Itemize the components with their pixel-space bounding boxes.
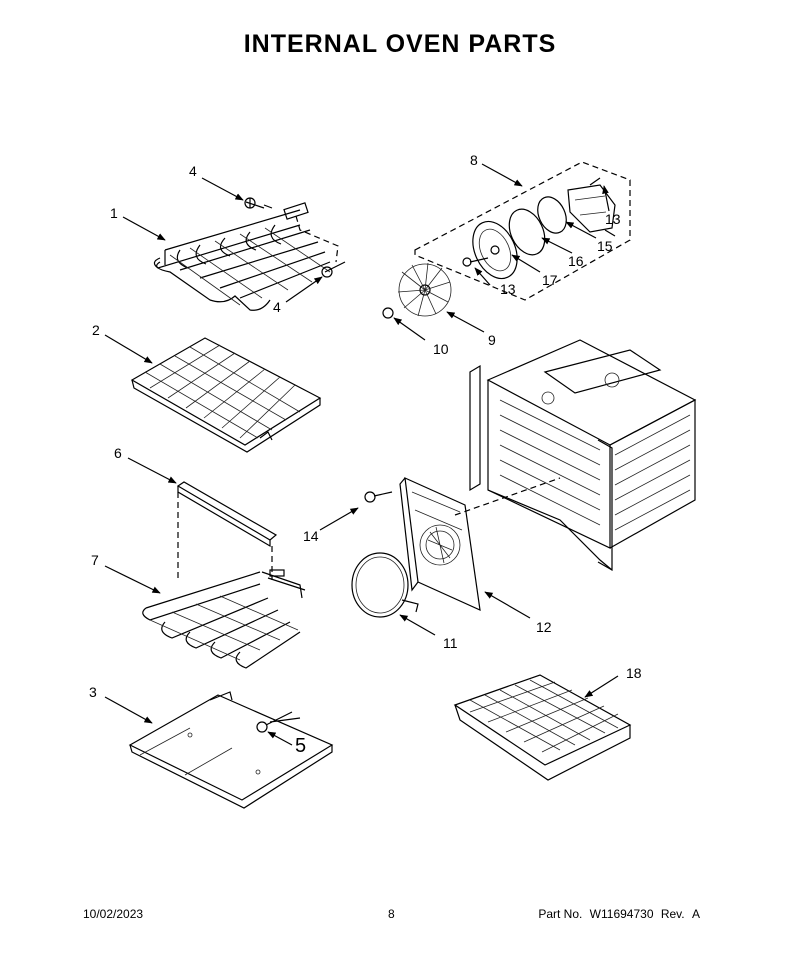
callout-7: 7 bbox=[91, 552, 99, 568]
callout-4-top: 4 bbox=[189, 163, 197, 179]
part-convection-cover bbox=[399, 477, 481, 611]
part-broil-element bbox=[153, 202, 331, 311]
page-title: INTERNAL OVEN PARTS bbox=[243, 30, 557, 58]
callout-11: 11 bbox=[443, 635, 458, 651]
part-mounting-plate-17 bbox=[472, 220, 518, 280]
part-convection-motor bbox=[567, 177, 616, 237]
part-bottom-cover bbox=[128, 691, 334, 809]
footer-page-number: 8 bbox=[388, 907, 395, 921]
part-screw-4-bottom bbox=[321, 261, 346, 278]
rev-value: A bbox=[691, 907, 700, 921]
callout-13-bottom: 13 bbox=[500, 281, 516, 297]
footer-date: 10/02/2023 bbox=[83, 907, 144, 921]
callout-18: 18 bbox=[626, 665, 642, 681]
part-oven-rack bbox=[130, 337, 322, 453]
callout-6: 6 bbox=[114, 445, 122, 461]
callout-1: 1 bbox=[110, 205, 118, 221]
part-screw-14 bbox=[364, 491, 393, 503]
callout-9: 9 bbox=[488, 332, 496, 348]
part-screw-13-lower bbox=[462, 257, 489, 267]
part-no-value: W11694730 bbox=[589, 907, 654, 921]
part-no-label: Part No. bbox=[538, 907, 583, 921]
callout-8: 8 bbox=[470, 152, 478, 168]
leader-lines bbox=[104, 163, 619, 746]
part-insulator-15 bbox=[537, 196, 567, 234]
part-screw-5 bbox=[256, 711, 301, 733]
callout-3: 3 bbox=[89, 684, 97, 700]
part-nut-10 bbox=[382, 307, 394, 319]
callout-10: 10 bbox=[433, 341, 449, 357]
callout-12: 12 bbox=[536, 619, 552, 635]
footer-part-number: Part No. W11694730 Rev. A bbox=[534, 907, 700, 921]
part-screw-4-top bbox=[244, 197, 273, 209]
callout-4-bottom: 4 bbox=[273, 299, 281, 315]
part-oven-cavity bbox=[469, 339, 697, 572]
part-air-fry-basket bbox=[453, 674, 632, 781]
assembly-boundary-8 bbox=[414, 161, 631, 301]
rev-label: Rev. bbox=[660, 907, 685, 921]
part-element-cover bbox=[176, 481, 278, 548]
part-bake-element bbox=[142, 569, 306, 669]
callout-13-top: 13 bbox=[605, 211, 621, 227]
alignment-line-6 bbox=[177, 492, 273, 580]
callout-16: 16 bbox=[568, 253, 584, 269]
part-gasket-16 bbox=[508, 208, 546, 256]
part-convection-element bbox=[351, 552, 419, 618]
callout-14: 14 bbox=[303, 528, 319, 544]
callout-5: 5 bbox=[295, 735, 306, 757]
alignment-line-4 bbox=[295, 215, 339, 263]
callout-17: 17 bbox=[542, 272, 558, 288]
callout-15: 15 bbox=[597, 238, 613, 254]
callout-2: 2 bbox=[92, 322, 100, 338]
part-fan-blade bbox=[397, 262, 452, 317]
alignment-line-12 bbox=[454, 477, 561, 516]
